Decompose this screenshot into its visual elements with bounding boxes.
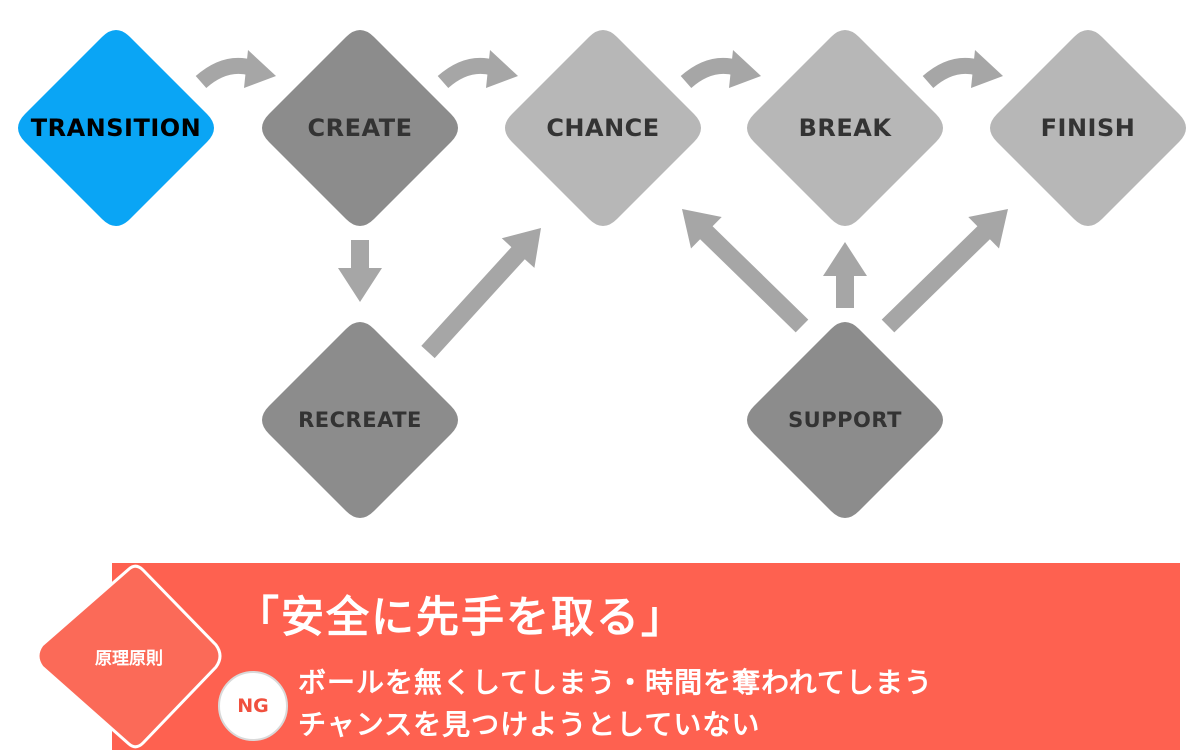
node-transition: TRANSITION [11,23,221,233]
arrow-support-chance [682,209,809,333]
node-label: TRANSITION [30,114,202,142]
ng-line: ボールを無くしてしまう・時間を奪われてしまう [298,666,933,699]
node-recreate: RECREATE [255,315,465,525]
node-finish: FINISH [983,23,1193,233]
arrow-transition-create [195,50,276,89]
node-diamond-fill [505,30,701,226]
arrow-support-finish [881,209,1008,333]
node-chance: CHANCE [498,23,708,233]
node-create: CREATE [255,23,465,233]
ng-badge: NG [218,671,288,741]
arrow-transition-create-head [244,50,276,88]
node-diamond [18,30,214,226]
node-diamond-fill [262,322,458,518]
node-diamond [505,30,701,226]
node-label: CHANCE [546,114,660,142]
node-diamond-fill [18,30,214,226]
node-label: BREAK [798,114,892,142]
node-diamond-fill [990,30,1186,226]
node-diamond [747,30,943,226]
arrow-chance-break [680,50,761,89]
arrow-break-finish-head [971,50,1003,88]
node-label: FINISH [1040,114,1136,142]
node-break: BREAK [740,23,950,233]
node-diamond [262,30,458,226]
arrow-support-break [823,242,867,308]
arrow-create-chance-head [486,50,518,88]
node-diamond-fill [747,30,943,226]
node-support: SUPPORT [740,315,950,525]
node-diamond [262,322,458,518]
arrow-create-recreate [338,240,382,302]
arrow-break-finish [922,50,1003,89]
arrow-recreate-chance [421,228,541,359]
node-label: CREATE [307,114,413,142]
node-diamond [747,322,943,518]
node-diamond-fill [747,322,943,518]
principle-badge [36,564,222,749]
principle-banner [112,563,1180,750]
flow-arrows [195,50,1008,359]
principle-badge-label: 原理原則 [95,649,163,669]
arrow-chance-break-head [729,50,761,88]
node-label: SUPPORT [788,408,902,432]
principle-headline: 「安全に先手を取る」 [236,593,686,643]
ng-line: チャンスを見つけようとしていない [298,708,761,741]
node-diamond [990,30,1186,226]
arrow-create-chance [437,50,518,89]
node-diamond-fill [262,30,458,226]
node-label: RECREATE [298,408,422,432]
